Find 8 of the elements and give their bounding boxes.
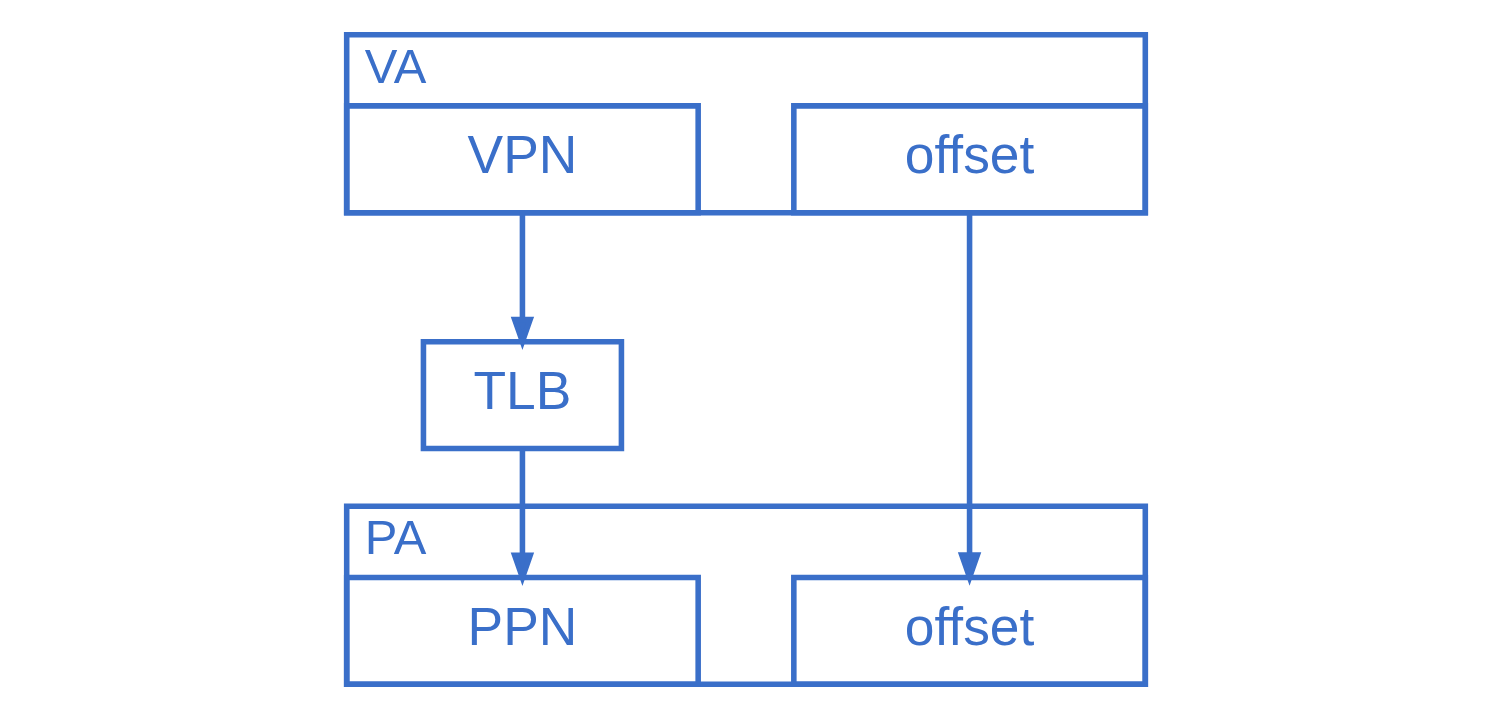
node-box: VPN bbox=[343, 103, 701, 216]
node-box: offset bbox=[791, 103, 1149, 216]
arrow bbox=[510, 212, 535, 351]
arrow bbox=[510, 448, 535, 586]
node-box: offset bbox=[791, 574, 1149, 688]
arrow bbox=[957, 213, 982, 586]
node-box: PPN bbox=[343, 574, 701, 688]
node-box: TLB bbox=[420, 338, 625, 452]
